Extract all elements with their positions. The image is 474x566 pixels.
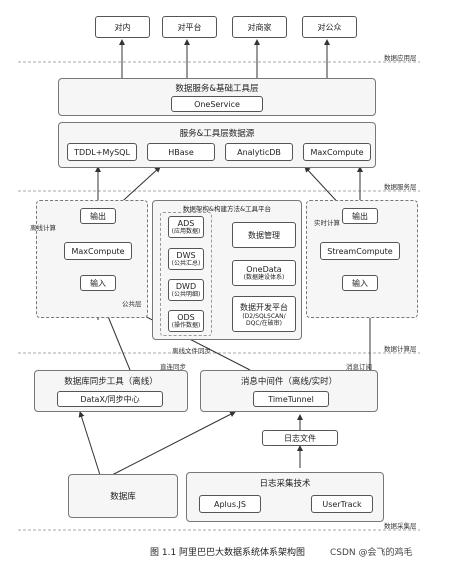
- subscribe-label: 消息订阅: [346, 363, 372, 371]
- db-sync-panel: 数据库同步工具（离线） DataX/同步中心: [34, 370, 188, 412]
- dev-platform-desc-1: (D2/SQLSCAN/: [242, 312, 286, 320]
- tier-ads-desc: (应用数据): [171, 228, 201, 235]
- onedata-desc: (数据建设体系): [243, 274, 285, 281]
- offline-maxcompute: MaxCompute: [64, 242, 132, 260]
- figure-caption: 图 1.1 阿里巴巴大数据系统体系架构图: [150, 548, 306, 558]
- log-file-box: 日志文件: [262, 430, 338, 446]
- realtime-input: 输入: [342, 275, 378, 291]
- app-target-public: 对公众: [302, 16, 357, 38]
- log-collect-title: 日志采集技术: [259, 479, 311, 489]
- realtime-streamcompute: StreamCompute: [320, 242, 400, 260]
- source-analyticdb: AnalyticDB: [225, 143, 293, 161]
- log-tool-usertrack: UserTrack: [311, 495, 373, 513]
- service-sources-title: 服务&工具层数据源: [179, 129, 255, 139]
- oneservice-box: OneService: [171, 96, 263, 112]
- offline-output: 输出: [80, 208, 116, 224]
- tier-ads-name: ADS: [177, 219, 195, 228]
- app-target-merchant: 对商家: [232, 16, 287, 38]
- tier-dwd-name: DWD: [175, 282, 197, 291]
- timetunnel-box: TimeTunnel: [253, 391, 329, 407]
- layer-label-app: 数据应用层: [384, 54, 417, 62]
- source-tddl-mysql: TDDL+MySQL: [67, 143, 137, 161]
- app-target-platform: 对平台: [162, 16, 217, 38]
- datax-box: DataX/同步中心: [57, 391, 163, 407]
- tier-dwd: DWD (公共明细): [168, 279, 204, 301]
- tier-ods-desc: (操作数据): [171, 322, 201, 329]
- dev-platform-desc-2: DQC/在破审): [246, 319, 282, 327]
- tier-ods: ODS (操作数据): [168, 310, 204, 332]
- log-tool-aplus: Aplus.JS: [199, 495, 261, 513]
- tier-ods-name: ODS: [177, 313, 195, 322]
- platform-title: 数据架构&构建方法&工具平台: [182, 205, 272, 213]
- layer-label-service: 数据服务层: [384, 183, 417, 191]
- layer-label-compute: 数据计算层: [384, 345, 417, 353]
- data-service-title: 数据服务&基础工具层: [175, 84, 259, 94]
- onedata-box: OneData (数据建设体系): [232, 260, 296, 286]
- data-management-box: 数据管理: [232, 222, 296, 248]
- dev-platform-name: 数据开发平台: [240, 302, 288, 312]
- tier-dws-desc: (公共汇总): [171, 260, 201, 267]
- watermark: CSDN @会飞的鸡毛: [330, 548, 413, 558]
- offline-compute-label: 离线计算: [30, 224, 56, 232]
- mq-title: 消息中间件（离线/实时）: [240, 377, 338, 387]
- source-maxcompute: MaxCompute: [303, 143, 371, 161]
- data-service-panel: 数据服务&基础工具层 OneService: [58, 78, 376, 116]
- service-sources-panel: 服务&工具层数据源 TDDL+MySQL HBase AnalyticDB Ma…: [58, 122, 376, 168]
- offline-file-sync-label: 离线文件同步: [172, 347, 211, 355]
- tier-dwd-desc: (公共明细): [171, 291, 201, 298]
- log-collect-panel: 日志采集技术 Aplus.JS UserTrack: [186, 472, 384, 522]
- tier-dws-name: DWS: [176, 251, 196, 260]
- tiers-group: [160, 212, 212, 336]
- tier-ads: ADS (应用数据): [168, 216, 204, 238]
- onedata-name: OneData: [246, 265, 282, 274]
- mq-panel: 消息中间件（离线/实时） TimeTunnel: [200, 370, 378, 412]
- realtime-compute-label: 实时计算: [314, 219, 340, 227]
- offline-input: 输入: [80, 275, 116, 291]
- layer-label-collect: 数据采集层: [384, 522, 417, 530]
- realtime-output: 输出: [342, 208, 378, 224]
- db-sync-title: 数据库同步工具（离线）: [64, 377, 158, 387]
- direct-sync-label: 直连同步: [160, 363, 186, 371]
- app-target-internal: 对内: [95, 16, 150, 38]
- database-panel: 数据库: [68, 474, 178, 518]
- source-hbase: HBase: [147, 143, 215, 161]
- database-title: 数据库: [110, 492, 136, 502]
- tier-dws: DWS (公共汇总): [168, 248, 204, 270]
- common-layer-label: 公共层: [122, 300, 142, 308]
- dev-platform-box: 数据开发平台 (D2/SQLSCAN/ DQC/在破审): [232, 296, 296, 332]
